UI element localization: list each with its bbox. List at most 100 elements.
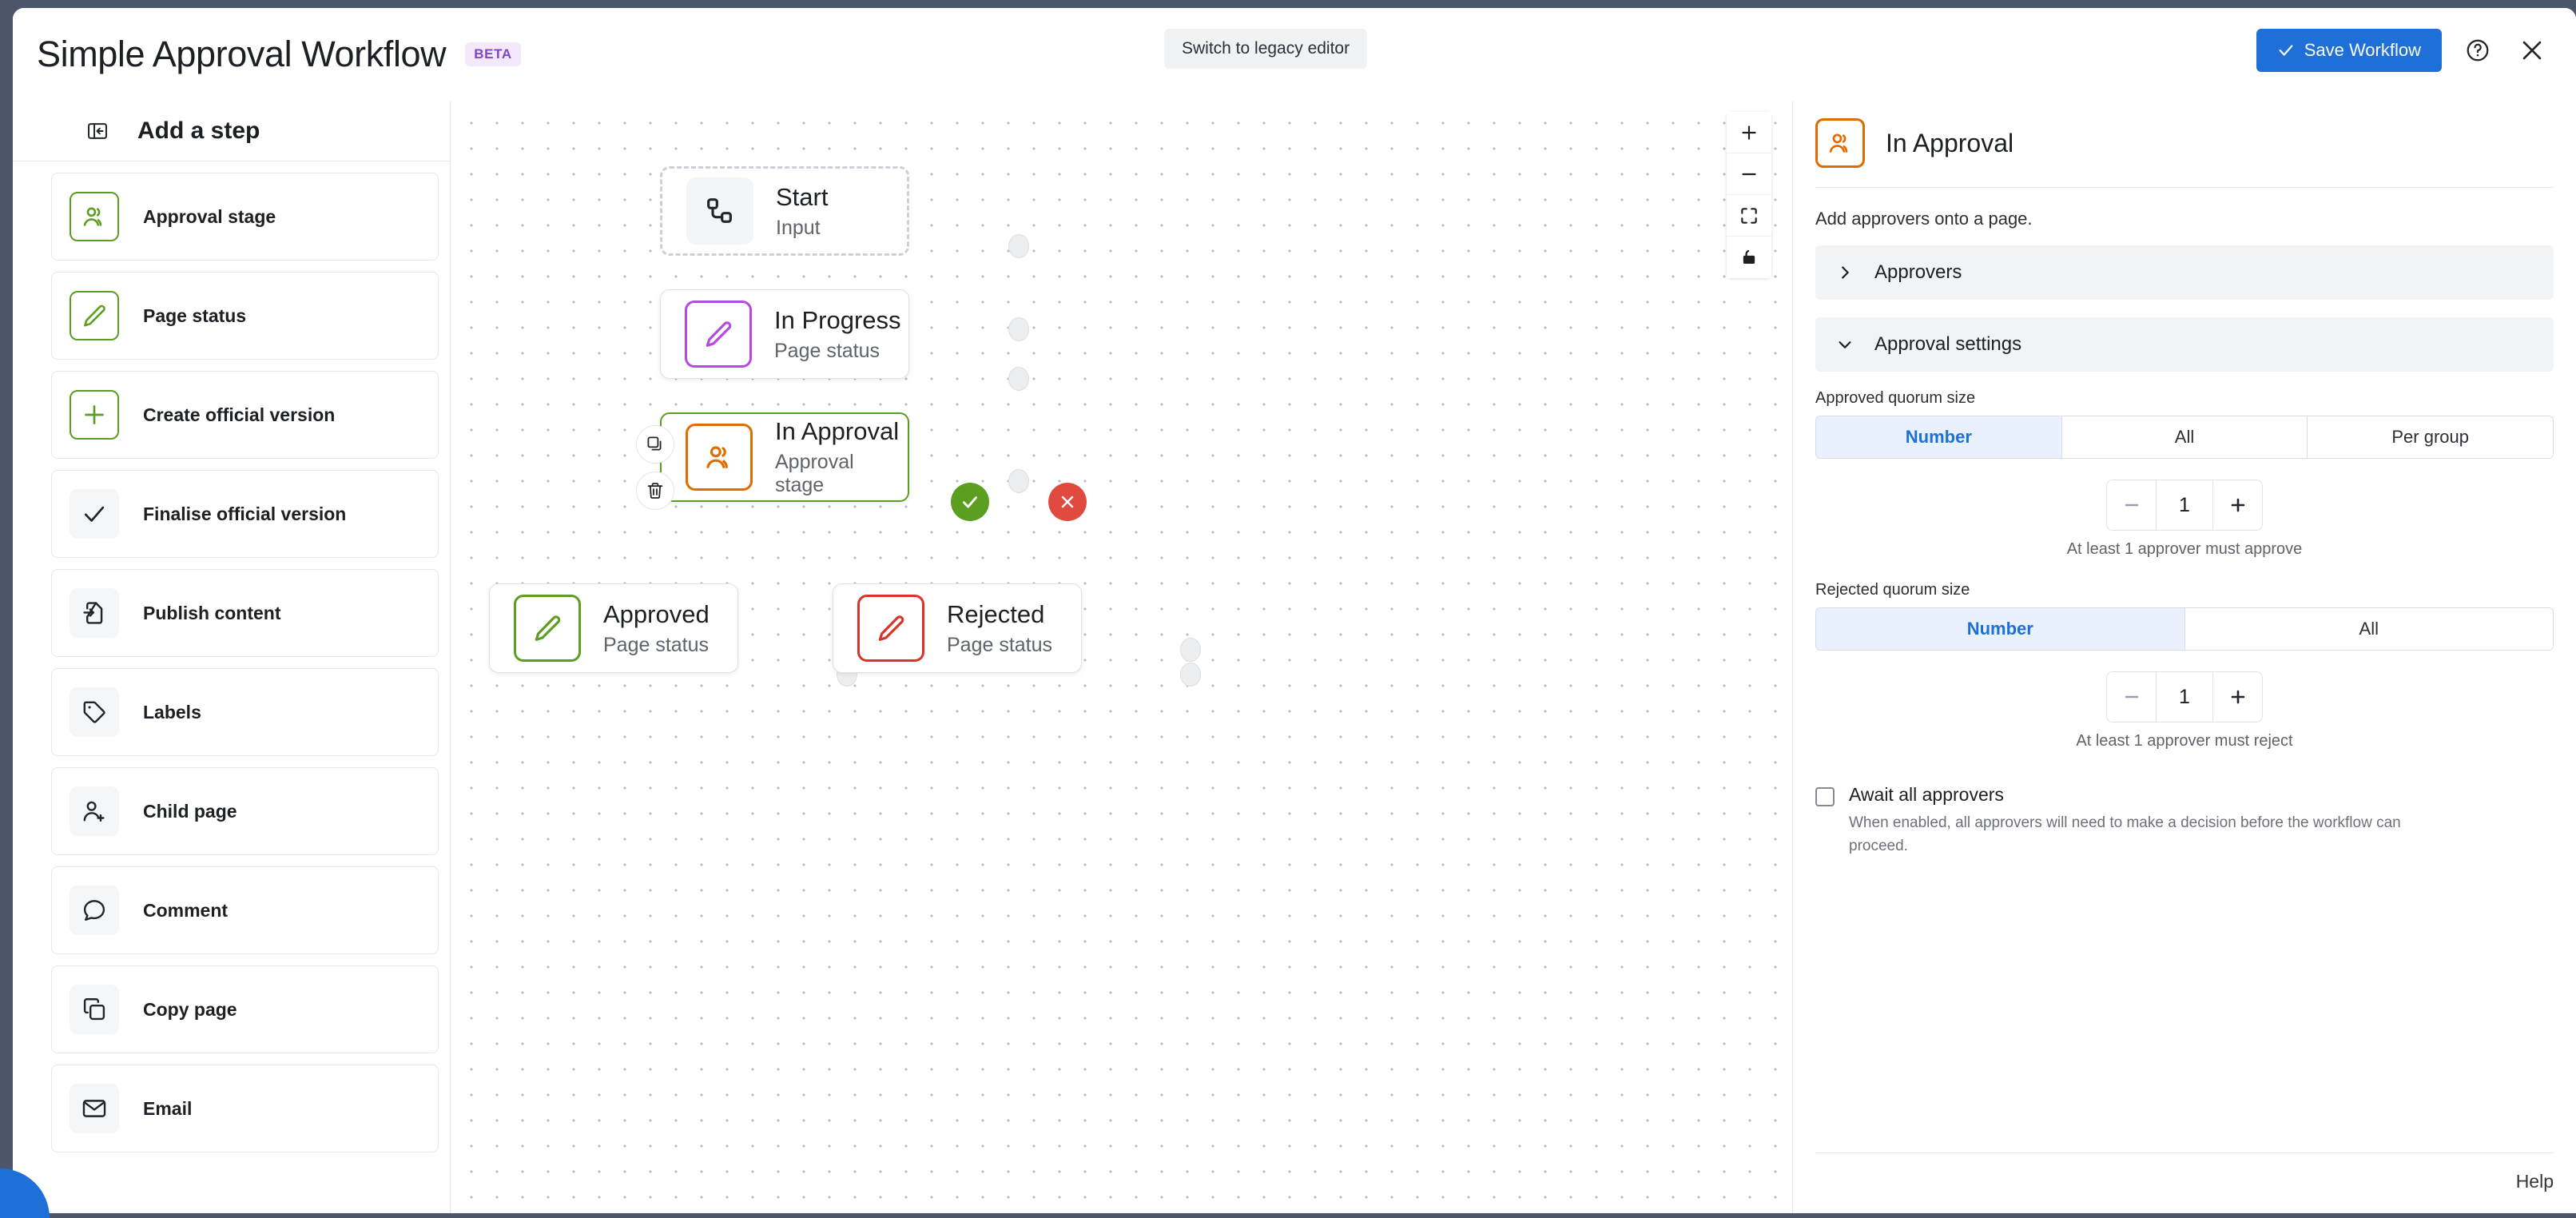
help-link[interactable]: Help: [2515, 1171, 2554, 1192]
canvas-zoom-controls: [1727, 112, 1771, 278]
step-label: Create official version: [143, 404, 336, 425]
step-card-approval-stage[interactable]: Approval stage: [51, 173, 439, 261]
accordion-approvers[interactable]: Approvers: [1815, 245, 2554, 300]
node-handle-start-out[interactable]: [1008, 234, 1029, 258]
tag-icon: [70, 687, 119, 737]
editor-header: Simple Approval Workflow BETA Switch to …: [13, 8, 2576, 101]
node-title: Approved: [603, 599, 710, 628]
node-subtitle: Page status: [774, 339, 881, 362]
approved-quorum-increment-button[interactable]: [2212, 480, 2262, 530]
node-text: Rejected Page status: [947, 600, 1052, 657]
save-workflow-label: Save Workflow: [2304, 40, 2421, 60]
switch-legacy-editor-button[interactable]: Switch to legacy editor: [1164, 29, 1368, 69]
approved-quorum-option-number[interactable]: Number: [1816, 416, 2062, 458]
approve-branch-badge[interactable]: [951, 483, 989, 521]
copy-icon: [647, 436, 662, 451]
plus-icon: [2231, 498, 2244, 512]
rejected-quorum-segmented-control: Number All: [1815, 607, 2554, 651]
node-handle-in-approval-in[interactable]: [1008, 469, 1029, 493]
node-handle-in-progress-in[interactable]: [1008, 317, 1029, 341]
approved-quorum-decrement-button[interactable]: [2107, 480, 2157, 530]
await-all-approvers-checkbox[interactable]: [1815, 787, 1835, 806]
envelope-icon: [70, 1084, 119, 1133]
fit-screen-icon: [1741, 207, 1757, 224]
workflow-node-in-approval[interactable]: In Approval Approval stage: [660, 412, 909, 502]
nodes-icon: [686, 177, 753, 245]
node-title: Rejected: [947, 599, 1045, 628]
trash-icon: [647, 483, 663, 499]
delete-node-button[interactable]: [636, 472, 674, 510]
step-label: Publish content: [143, 602, 281, 623]
check-icon: [2279, 45, 2293, 56]
node-action-toolbar: [636, 425, 674, 510]
reject-branch-badge[interactable]: [1048, 483, 1087, 521]
save-workflow-button[interactable]: Save Workflow: [2256, 29, 2442, 72]
step-card-email[interactable]: Email: [51, 1065, 439, 1152]
step-label: Labels: [143, 701, 201, 722]
step-label: Email: [143, 1097, 193, 1119]
zoom-in-button[interactable]: [1727, 112, 1771, 153]
add-step-sidebar: Add a step Approval stage: [13, 101, 451, 1213]
collapse-panel-icon[interactable]: [86, 120, 109, 142]
workflow-node-approved[interactable]: Approved Page status: [489, 583, 738, 673]
step-card-copy-page[interactable]: Copy page: [51, 965, 439, 1053]
title-group: Simple Approval Workflow BETA: [13, 34, 521, 75]
close-icon[interactable]: [2514, 32, 2550, 69]
node-handle-in-progress-out[interactable]: [1008, 367, 1029, 391]
fit-view-button[interactable]: [1727, 195, 1771, 237]
node-title: Start: [776, 182, 829, 211]
await-all-approvers-text: Await all approvers When enabled, all ap…: [1849, 784, 2456, 858]
lock-icon: [1743, 249, 1755, 265]
zoom-out-button[interactable]: [1727, 153, 1771, 195]
approved-quorum-option-all[interactable]: All: [2061, 416, 2308, 458]
workflow-editor-modal: Simple Approval Workflow BETA Switch to …: [13, 8, 2576, 1213]
workflow-node-in-progress[interactable]: In Progress Page status: [660, 289, 909, 379]
people-icon: [686, 424, 753, 491]
workflow-node-start[interactable]: Start Input: [660, 166, 909, 256]
beta-badge: BETA: [465, 42, 521, 66]
node-handle-rejected-in[interactable]: [1180, 638, 1201, 662]
lock-button[interactable]: [1727, 237, 1771, 278]
step-settings-panel: In Approval Add approvers onto a page. A…: [1793, 101, 2576, 1213]
rejected-quorum-decrement-button[interactable]: [2107, 672, 2157, 722]
step-label: Approval stage: [143, 205, 276, 227]
step-card-child-page[interactable]: Child page: [51, 767, 439, 855]
approved-quorum-option-per-group[interactable]: Per group: [2308, 416, 2553, 458]
panel-footer: Help: [1815, 1152, 2554, 1213]
step-card-create-official-version[interactable]: Create official version: [51, 371, 439, 459]
duplicate-node-button[interactable]: [636, 425, 674, 464]
node-subtitle: Page status: [947, 633, 1053, 656]
workflow-edges: [451, 101, 690, 221]
chevron-down-icon: [1839, 341, 1851, 348]
accordion-approval-settings[interactable]: Approval settings: [1815, 317, 2554, 372]
step-label: Comment: [143, 899, 229, 921]
accordion-label: Approvers: [1874, 261, 1962, 283]
minus-icon: [1742, 173, 1756, 175]
node-subtitle: Page status: [603, 633, 710, 656]
step-label: Page status: [143, 304, 247, 326]
approved-quorum-value[interactable]: 1: [2179, 493, 2190, 516]
panel-header: In Approval: [1815, 101, 2554, 188]
publish-file-icon: [70, 588, 119, 638]
node-text: In Progress Page status: [774, 306, 901, 363]
page-title: Simple Approval Workflow: [37, 34, 447, 74]
rejected-quorum-option-all[interactable]: All: [2184, 608, 2553, 650]
rejected-quorum-value[interactable]: 1: [2179, 685, 2190, 708]
step-card-publish-content[interactable]: Publish content: [51, 569, 439, 657]
node-text: Start Input: [776, 183, 828, 240]
step-card-comment[interactable]: Comment: [51, 866, 439, 954]
rejected-quorum-option-number[interactable]: Number: [1816, 608, 2185, 650]
workflow-node-rejected[interactable]: Rejected Page status: [833, 583, 1082, 673]
step-card-finalise-official-version[interactable]: Finalise official version: [51, 470, 439, 558]
step-card-page-status[interactable]: Page status: [51, 272, 439, 360]
plus-icon: [70, 390, 119, 440]
help-circle-icon[interactable]: [2459, 32, 2496, 69]
rejected-quorum-stepper-row: 1: [1815, 671, 2554, 722]
step-card-labels[interactable]: Labels: [51, 668, 439, 756]
node-handle-rejected-out[interactable]: [1180, 663, 1201, 687]
minus-icon: [2125, 695, 2138, 699]
minus-icon: [2125, 504, 2138, 507]
rejected-quorum-hint: At least 1 approver must reject: [2076, 732, 2293, 750]
workflow-canvas[interactable]: Start Input In Progress Page status: [451, 101, 1793, 1213]
rejected-quorum-increment-button[interactable]: [2212, 672, 2262, 722]
